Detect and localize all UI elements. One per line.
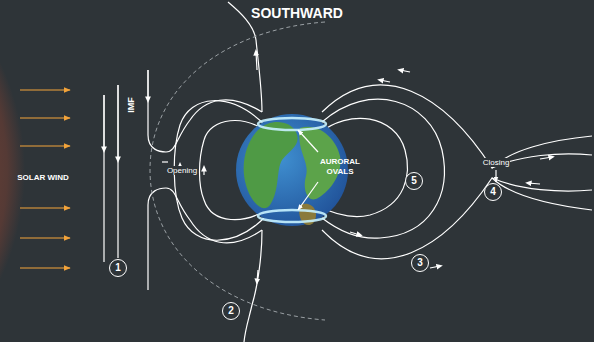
diagram-title: SOUTHWARD	[251, 5, 343, 21]
closing-label: Closing	[482, 158, 511, 167]
callout-number: 3	[417, 258, 423, 268]
auroral-ovals-label: AURORAL OVALS	[314, 157, 366, 177]
callout-circle: 3	[411, 254, 429, 272]
sun	[0, 0, 25, 342]
callout-number: 2	[228, 306, 234, 316]
callout-circle: 2	[222, 302, 240, 320]
callout-circle: 1	[109, 259, 127, 277]
callout-number: 4	[490, 187, 496, 197]
callout-circle: 4	[484, 183, 502, 201]
opening-label: Opening	[166, 166, 198, 175]
callout-circle: 5	[405, 172, 423, 190]
solar-wind-label: SOLAR WIND	[17, 173, 69, 182]
imf-label: IMF	[126, 98, 136, 114]
field-lines	[104, 2, 592, 342]
callout-number: 1	[115, 263, 121, 273]
callout-number: 5	[411, 176, 417, 186]
